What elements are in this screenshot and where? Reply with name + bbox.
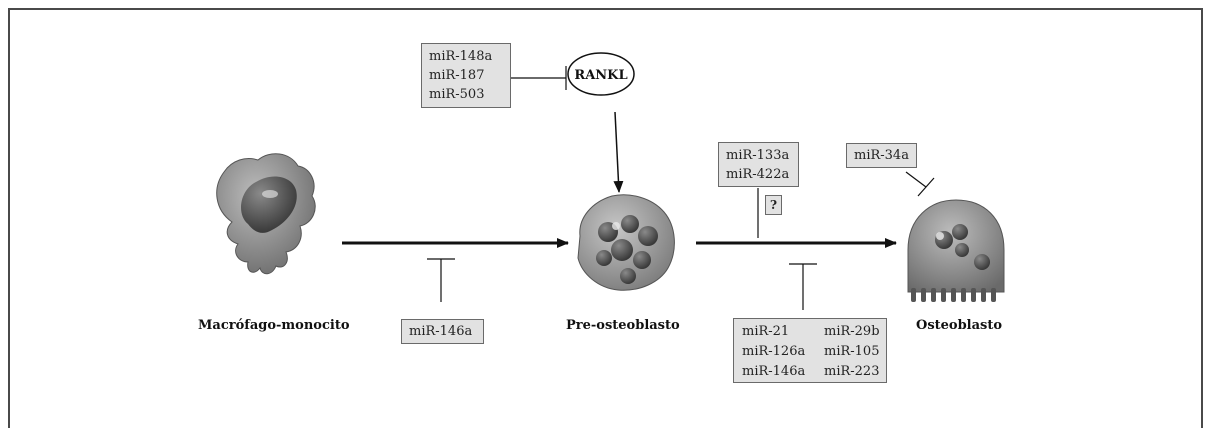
mir-label: miR-34a bbox=[854, 148, 909, 163]
mir-label: miR-29b bbox=[824, 324, 880, 339]
pre-osteoblast-cell bbox=[577, 194, 675, 291]
mir-label: miR-223 bbox=[824, 364, 880, 379]
mir-label: miR-146a bbox=[409, 324, 473, 339]
mir-label: miR-146a bbox=[742, 364, 806, 379]
diagram-canvas: RANKL bbox=[216, 52, 1005, 310]
osteoblast-cell bbox=[907, 199, 1005, 302]
osteoblast-label: Osteoblasto bbox=[916, 318, 1003, 333]
mir-label: miR-503 bbox=[429, 87, 485, 102]
unknown-mark-box: ? bbox=[765, 195, 782, 215]
inhibition-bar-osteo bbox=[917, 177, 935, 197]
arrow-rankl-to-preosteoblast bbox=[613, 111, 624, 193]
macrophage-cell bbox=[216, 153, 316, 275]
mir-label: miR-105 bbox=[824, 344, 880, 359]
rankl-inhibitor-box: miR-148a miR-187 miR-503 bbox=[421, 43, 511, 108]
unknown-mark: ? bbox=[769, 198, 778, 212]
macrophage-label: Macrófago-monocito bbox=[198, 318, 350, 333]
figure-frame bbox=[8, 8, 1203, 428]
mir-label: miR-133a bbox=[726, 148, 790, 163]
osteo-inhibitor-box: miR-34a bbox=[846, 143, 917, 168]
rankl-label: RANKL bbox=[574, 68, 627, 83]
rankl-node bbox=[567, 52, 635, 96]
mir-label: miR-148a bbox=[429, 49, 493, 64]
mir-label: miR-21 bbox=[742, 324, 790, 339]
mir-label: miR-126a bbox=[742, 344, 806, 359]
pre-lower-box: miR-21 miR-29b miR-126a miR-105 miR-146a… bbox=[733, 318, 887, 383]
inhibition-line-osteo bbox=[905, 171, 927, 188]
pre-upper-box: miR-133a miR-422a bbox=[718, 142, 799, 187]
mir-label: miR-187 bbox=[429, 68, 485, 83]
mir-label: miR-422a bbox=[726, 167, 790, 182]
pre-osteoblast-label: Pre-osteoblasto bbox=[566, 318, 680, 333]
macrophage-inhibitor-box: miR-146a bbox=[401, 319, 484, 344]
